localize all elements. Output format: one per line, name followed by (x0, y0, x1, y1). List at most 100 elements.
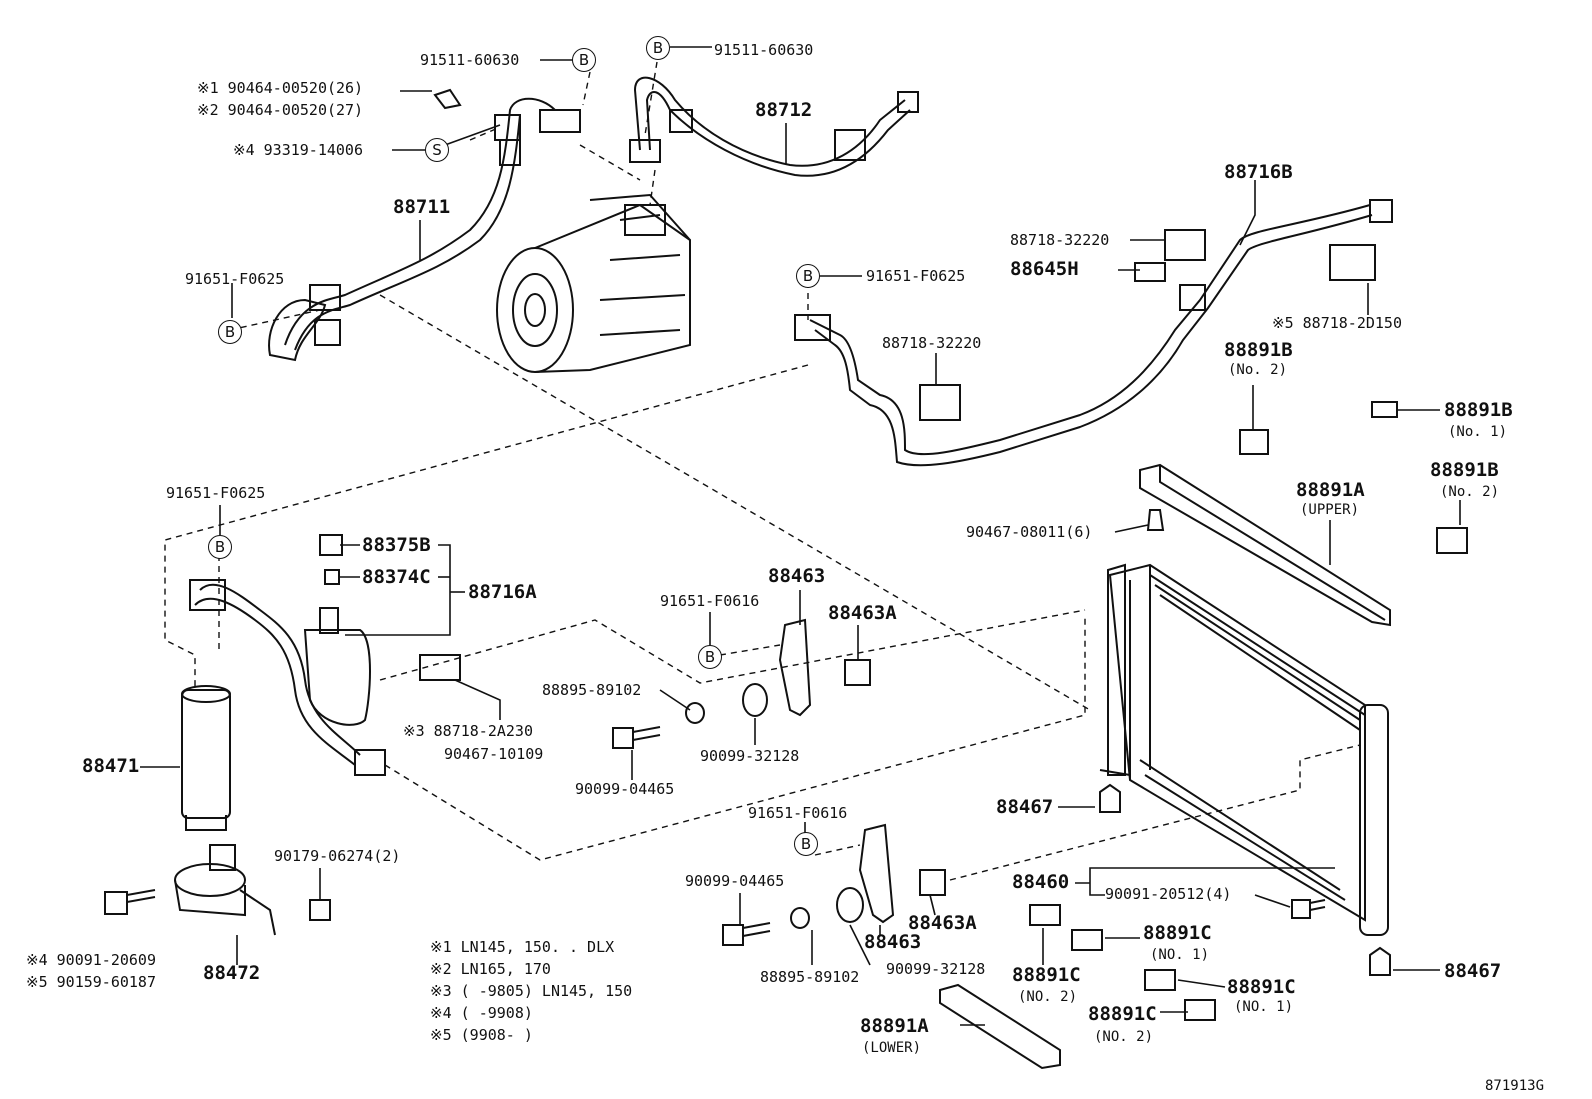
label-88467-bot: 88467 (1444, 960, 1502, 982)
label-88891C-no2-b: 88891C (1088, 1003, 1157, 1025)
label-88895-89102-bot: 88895-89102 (760, 968, 860, 986)
leader-line (659, 689, 691, 711)
marker-b: B (218, 320, 242, 344)
label-90099-32128-top: 90099-32128 (700, 747, 800, 765)
label-88463-bot: 88463 (864, 931, 922, 953)
note-5: ※5 (9908- ) (430, 1026, 533, 1044)
dashed-line (469, 127, 499, 141)
label-88895-89102-top: 88895-89102 (542, 681, 642, 699)
label-88891B-no1-sub: (No. 1) (1448, 424, 1508, 440)
rubber-blocks-drawing (1029, 401, 1468, 1021)
label-93319-14006: ※4 93319-14006 (233, 141, 363, 159)
label-88891A-lower-sub: (LOWER) (862, 1040, 922, 1056)
label-88891B-no2-right: 88891B (1430, 459, 1499, 481)
label-91511-60630-right: 91511-60630 (714, 41, 814, 59)
marker-b: B (794, 832, 818, 856)
leader-line (1254, 894, 1291, 908)
label-88716A: 88716A (468, 581, 537, 603)
label-88711: 88711 (393, 196, 451, 218)
dashed-line (379, 609, 1086, 684)
label-91651-F0616-bot: 91651-F0616 (748, 804, 848, 822)
tube-88716B-drawing (794, 199, 1393, 467)
label-90091-20512: 90091-20512(4) (1105, 885, 1232, 903)
bar-88891A-upper-drawing (1139, 463, 1391, 627)
label-88471: 88471 (82, 755, 140, 777)
label-88891C-no2-b-sub: (NO. 2) (1094, 1029, 1154, 1045)
hose-88711-drawing (268, 97, 581, 362)
condenser-drawing (1099, 563, 1389, 936)
dashed-line (164, 364, 809, 690)
label-88467-top: 88467 (996, 796, 1054, 818)
leader-line (1177, 979, 1226, 988)
label-88460: 88460 (1012, 871, 1070, 893)
label-88374C: 88374C (362, 566, 431, 588)
label-90467-08011: 90467-08011(6) (966, 523, 1093, 541)
label-88463A-top: 88463A (828, 602, 897, 624)
leader-line (849, 924, 871, 966)
dashed-line (949, 744, 1361, 881)
diagram-code: 871913G (1485, 1078, 1545, 1094)
compressor-drawing (496, 193, 691, 373)
dashed-line (644, 61, 658, 136)
label-90464-00520-27: ※2 90464-00520(27) (197, 101, 364, 119)
leader-line (444, 124, 501, 146)
dashed-line (814, 844, 861, 856)
marker-s: S (425, 138, 449, 162)
label-88718-2D150: ※5 88718-2D150 (1272, 314, 1402, 332)
label-91511-60630-left: 91511-60630 (420, 51, 520, 69)
label-90464-00520-26: ※1 90464-00520(26) (197, 79, 364, 97)
leader-line (929, 894, 936, 916)
label-88463A-bot: 88463A (908, 912, 977, 934)
marker-b: B (646, 36, 670, 60)
label-88891C-no2-a: 88891C (1012, 964, 1081, 986)
label-88891C-no1-a-sub: (NO. 1) (1150, 947, 1210, 963)
leader-line (1075, 867, 1335, 896)
label-88891B-no2-top-sub: (No. 2) (1228, 362, 1288, 378)
label-90159-60187: ※5 90159-60187 (26, 973, 156, 991)
marker-b: B (208, 535, 232, 559)
label-88718-2A230: ※3 88718-2A230 (403, 722, 533, 740)
label-90099-04465-top: 90099-04465 (575, 780, 675, 798)
leader-line (454, 679, 501, 720)
label-88891C-no1-a: 88891C (1143, 922, 1212, 944)
label-88716B: 88716B (1224, 161, 1293, 183)
dashed-line (582, 71, 591, 106)
label-90099-04465-bot: 90099-04465 (685, 872, 785, 890)
leader-line (345, 544, 451, 636)
marker-b: B (698, 645, 722, 669)
leader-line (1114, 524, 1149, 533)
label-88472: 88472 (203, 962, 261, 984)
label-88718-32220-mid: 88718-32220 (882, 334, 982, 352)
label-88891B-no1: 88891B (1444, 399, 1513, 421)
dashed-line (719, 644, 781, 656)
label-91651-F0616-top: 91651-F0616 (660, 592, 760, 610)
label-88891C-no2-a-sub: (NO. 2) (1018, 989, 1078, 1005)
dashed-line (379, 294, 1091, 711)
label-90099-32128-bot: 90099-32128 (886, 960, 986, 978)
hose-88712-drawing (629, 76, 919, 177)
dashed-line (649, 169, 656, 206)
label-88891A-lower: 88891A (860, 1015, 929, 1037)
clips-and-bolts-drawing (433, 88, 1391, 976)
leader-line (1239, 180, 1256, 246)
label-88645H: 88645H (1010, 258, 1079, 280)
label-88463-top: 88463 (768, 565, 826, 587)
tube-88716A-drawing (189, 534, 461, 776)
marker-b: B (796, 264, 820, 288)
label-90179-06274: 90179-06274(2) (274, 847, 401, 865)
label-88891B-no2-top: 88891B (1224, 339, 1293, 361)
label-88891C-no1-b-sub: (NO. 1) (1234, 999, 1294, 1015)
note-4: ※4 ( -9908) (430, 1004, 533, 1022)
note-2: ※2 LN165, 170 (430, 960, 551, 978)
label-88891A-upper: 88891A (1296, 479, 1365, 501)
label-88375B: 88375B (362, 534, 431, 556)
label-88891C-no1-b: 88891C (1227, 976, 1296, 998)
note-1: ※1 LN145, 150. . DLX (430, 938, 615, 956)
label-91651-F0625-left: 91651-F0625 (185, 270, 285, 288)
label-88891B-no2-right-sub: (No. 2) (1440, 484, 1500, 500)
dashed-line (579, 144, 641, 181)
label-88891A-upper-sub: (UPPER) (1300, 502, 1360, 518)
label-88712: 88712 (755, 99, 813, 121)
dashed-line (229, 309, 321, 331)
